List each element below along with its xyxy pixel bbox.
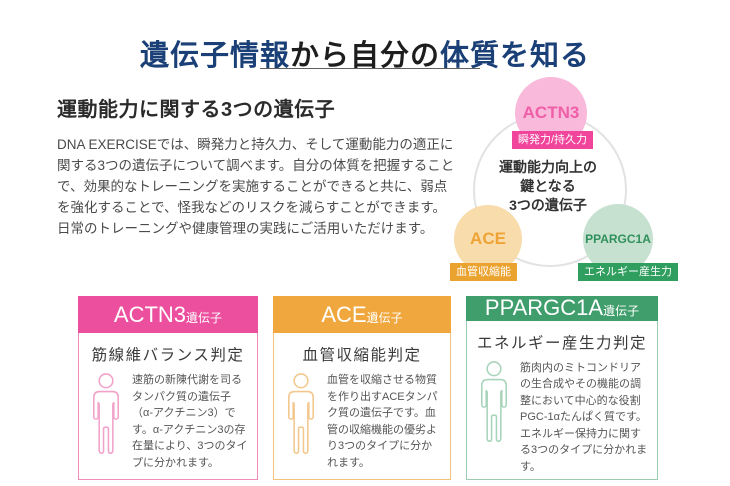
page-title: 遺伝子情報から自分の体質を知る: [0, 32, 730, 74]
diagram-center-line2: 鍵となる: [520, 178, 576, 194]
card-ace-gene: ACE: [321, 301, 367, 327]
card-actn3-description: 速筋の新陳代謝を司るタンパク質の遺伝子（α-アクチニン3）です。α-アクチニン3…: [132, 374, 248, 469]
card-actn3: ACTN3 遺伝子 筋線維バランス判定 速筋の新陳代謝を司るタンパク質の遺伝子（…: [78, 296, 258, 480]
page-title-part2: から自分の: [289, 40, 440, 73]
intro-heading: 運動能力に関する3つの遺伝子: [57, 99, 336, 121]
diagram-center-line3: 3つの遺伝子: [509, 197, 587, 213]
card-ace-body: 血管収縮能判定 血管を収縮させる物質を作り出すACEタンパク質の遺伝子です。血管…: [273, 333, 451, 480]
person-icon: [282, 372, 320, 471]
gene-diagram: 運動能力向上の 鍵となる 3つの遺伝子 ACTN3 ACE PPARGC1A 瞬…: [440, 70, 730, 285]
trait-badge-ppargc1a: エネルギー産生力: [578, 263, 678, 281]
card-actn3-suffix: 遺伝子: [186, 310, 223, 325]
diagram-center-text: 運動能力向上の 鍵となる 3つの遺伝子: [468, 158, 628, 215]
card-ace: ACE 遺伝子 血管収縮能判定 血管を収縮させる物質を作り出すACEタンパク質の…: [273, 296, 451, 480]
card-ppargc1a-gene: PPARGC1A: [484, 295, 604, 321]
card-ace-suffix: 遺伝子: [366, 310, 403, 325]
diagram-center-line1: 運動能力向上の: [499, 159, 597, 175]
card-ace-subtitle: 血管収縮能判定: [302, 347, 422, 364]
card-ppargc1a-suffix: 遺伝子: [603, 304, 640, 319]
card-ace-description: 血管を収縮させる物質を作り出すACEタンパク質の遺伝子です。血管の収縮機能の優劣…: [327, 374, 438, 469]
page-title-part3: 体質を知る: [440, 40, 591, 73]
person-icon: [87, 372, 125, 471]
card-ppargc1a-body: エネルギー産生力判定 筋肉内のミトコンドリアの生合成やその機能の調整において中心…: [466, 320, 658, 480]
card-ppargc1a: PPARGC1A 遺伝子 エネルギー産生力判定 筋肉内のミトコンドリアの生合成や…: [466, 296, 658, 480]
trait-badge-actn3: 瞬発力/持久力: [512, 131, 594, 149]
page-title-part1: 遺伝子情報: [139, 40, 290, 73]
card-actn3-gene: ACTN3: [113, 301, 187, 327]
trait-badge-ace: 血管収縮能: [450, 263, 517, 281]
card-ppargc1a-description: 筋肉内のミトコンドリアの生合成やその機能の調整において中心的な役割PGC-1αた…: [520, 361, 648, 473]
card-ace-header: ACE 遺伝子: [273, 296, 451, 333]
gene-circle-ace: ACE: [454, 205, 522, 273]
card-ppargc1a-header: PPARGC1A 遺伝子: [466, 296, 658, 321]
card-actn3-subtitle: 筋線維バランス判定: [91, 347, 245, 364]
gene-circle-ppargc1a: PPARGC1A: [583, 204, 653, 274]
card-ppargc1a-subtitle: エネルギー産生力判定: [476, 334, 647, 352]
title-underline: [260, 68, 480, 69]
intro-paragraph: DNA EXERCISEでは、瞬発力と持久力、そして運動能力の適正に関する3つの…: [57, 137, 455, 236]
gene-cards: ACTN3 遺伝子 筋線維バランス判定 速筋の新陳代謝を司るタンパク質の遺伝子（…: [78, 296, 658, 480]
intro-section: 運動能力に関する3つの遺伝子 DNA EXERCISEでは、瞬発力と持久力、そし…: [57, 93, 457, 239]
person-icon: [475, 360, 513, 476]
card-actn3-header: ACTN3 遺伝子: [78, 296, 258, 333]
card-actn3-body: 筋線維バランス判定 速筋の新陳代謝を司るタンパク質の遺伝子（α-アクチニン3）で…: [78, 333, 258, 480]
